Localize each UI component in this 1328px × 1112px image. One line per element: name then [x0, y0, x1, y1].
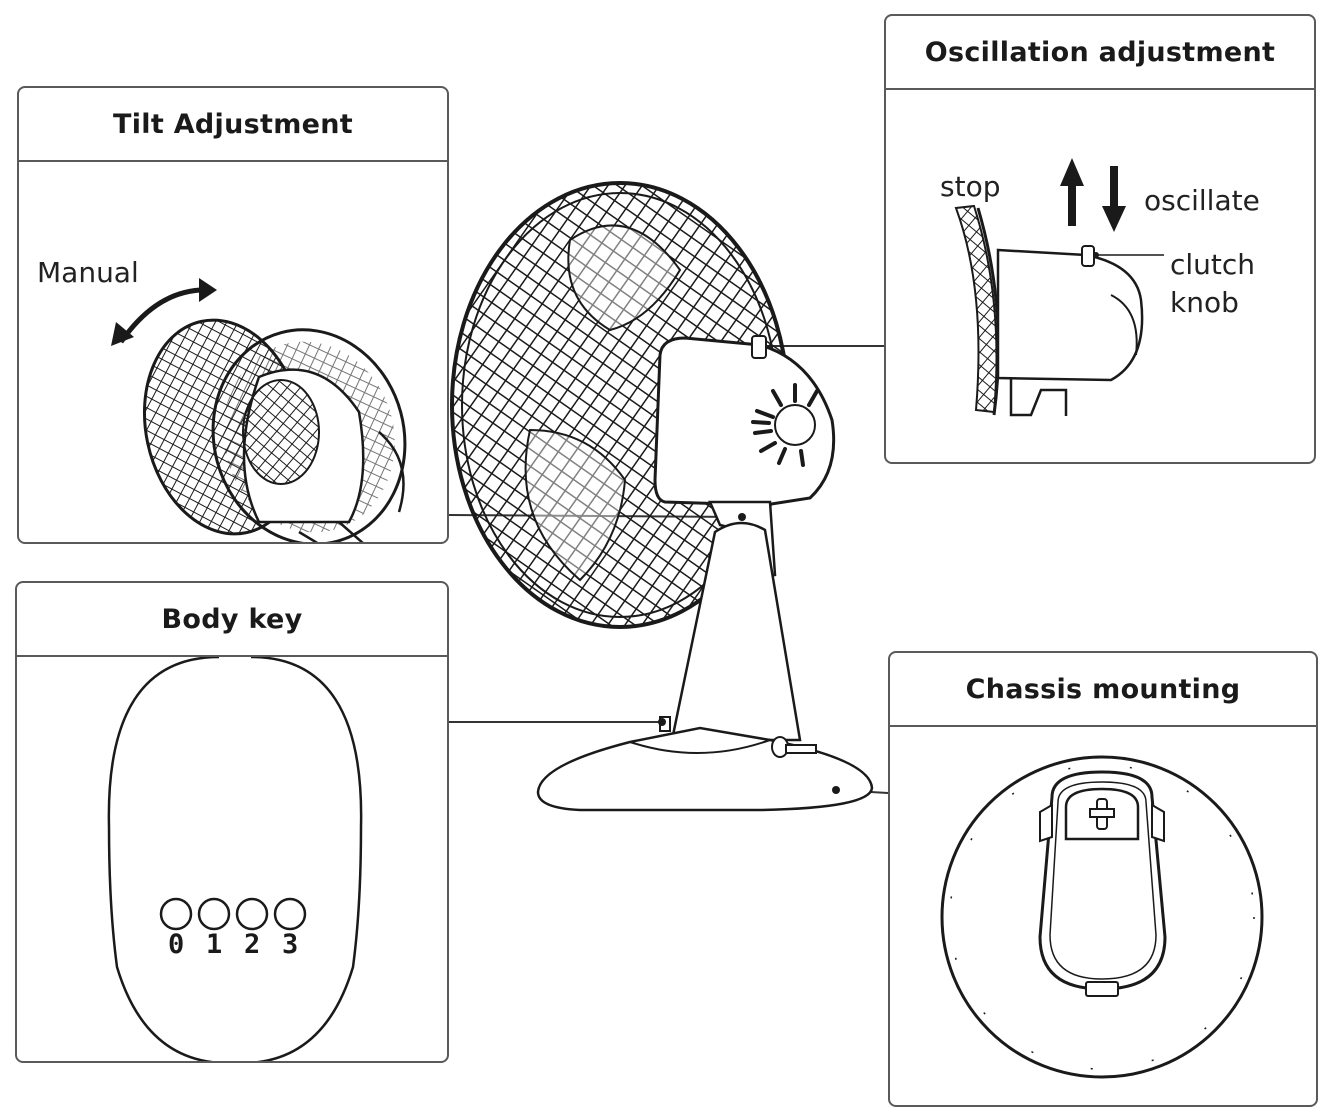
- knob-label: knob: [1170, 286, 1239, 319]
- control-housing-outline: [107, 657, 363, 1061]
- fan-blade: [567, 224, 682, 332]
- speed-button-0: [159, 897, 193, 931]
- manual-label: Manual: [37, 256, 139, 289]
- panel-title: Oscillation adjustment: [886, 16, 1314, 90]
- chassis-mounting-panel: Chassis mounting: [888, 651, 1318, 1107]
- key-label-2: 2: [244, 929, 261, 960]
- arrow-up-icon: [1060, 158, 1084, 226]
- motor-housing: [653, 336, 836, 507]
- oscillation-adjustment-panel: Oscillation adjustment stop oscillate cl…: [884, 14, 1316, 464]
- oscillate-label: oscillate: [1144, 184, 1260, 217]
- base-outline: [940, 755, 1264, 1079]
- stand-base: [536, 726, 874, 812]
- arrow-down-icon: [1102, 166, 1126, 232]
- speed-button-3: [273, 897, 307, 931]
- panel-title: Body key: [17, 583, 447, 657]
- speed-button-1: [197, 897, 231, 931]
- body-key-panel: Body key 0 1 2 3: [15, 581, 449, 1063]
- key-label-0: 0: [168, 929, 185, 960]
- mounting-screw: [771, 736, 817, 758]
- chassis-illustration: [940, 755, 1264, 1079]
- motor-vent: [751, 383, 819, 467]
- panel-title: Chassis mounting: [890, 653, 1316, 727]
- mounting-screw-icon: [1089, 798, 1115, 830]
- key-label-3: 3: [282, 929, 299, 960]
- fan-blade: [524, 428, 627, 582]
- clutch-label: clutch: [1170, 248, 1256, 281]
- oscillation-illustration: [954, 158, 1164, 417]
- speed-button-2: [235, 897, 269, 931]
- stop-label: stop: [940, 170, 1001, 203]
- tilt-adjustment-panel: Tilt Adjustment Manual: [17, 86, 449, 544]
- clutch-knob: [751, 335, 767, 359]
- stand-pillar: [670, 521, 802, 742]
- clutch-knob-icon: [1081, 245, 1095, 267]
- tilt-illustration: [111, 278, 407, 542]
- body-key-illustration: [107, 657, 363, 1061]
- panel-title: Tilt Adjustment: [19, 88, 447, 162]
- key-label-1: 1: [206, 929, 223, 960]
- fan-rear-illustration: [450, 181, 874, 812]
